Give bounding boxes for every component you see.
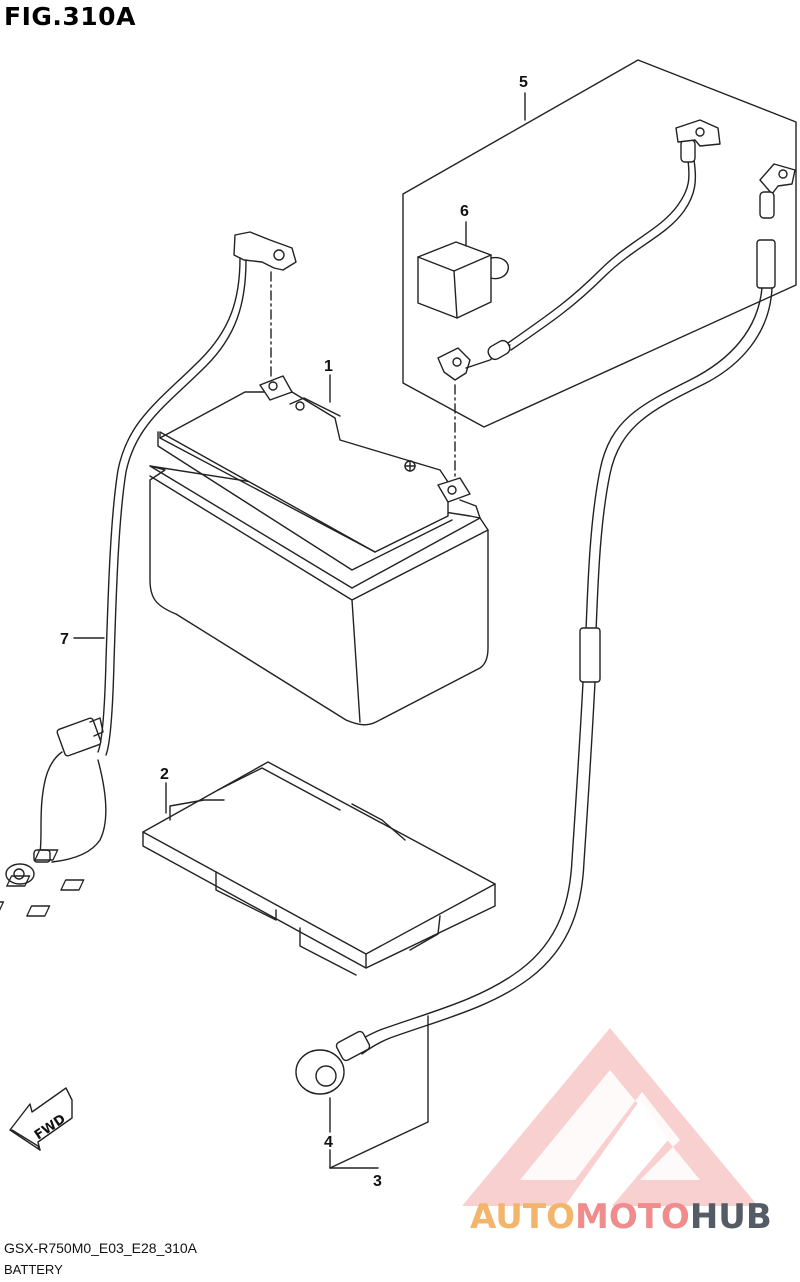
callout-7: 7 xyxy=(60,631,69,648)
callout-6: 6 xyxy=(460,203,469,220)
callout-5: 5 xyxy=(519,74,528,91)
part-3-minus-lead xyxy=(295,163,796,1095)
watermark-moto: MOTO xyxy=(574,1197,690,1237)
callout-1: 1 xyxy=(324,358,333,375)
watermark-logo xyxy=(462,1028,758,1206)
part-6-terminal-cap xyxy=(417,241,509,319)
part-5-kit-outline xyxy=(402,59,797,428)
callout-3: 3 xyxy=(373,1173,382,1190)
part-2-battery-tray xyxy=(0,761,496,976)
part-3-bracket xyxy=(329,1015,429,1169)
tray-slots xyxy=(0,849,85,917)
fwd-direction-arrow xyxy=(9,1087,73,1151)
watermark-text: AUTOMOTOHUB xyxy=(470,1197,772,1237)
figure-name: BATTERY xyxy=(4,1262,63,1277)
part-7-lead-wire xyxy=(5,231,297,885)
part-1-battery xyxy=(149,375,489,726)
watermark-hub: HUB xyxy=(689,1197,772,1237)
figure-title: FIG.310A xyxy=(4,2,136,31)
watermark-auto: AUTO xyxy=(470,1197,575,1237)
callout-4: 4 xyxy=(324,1134,333,1151)
part-5-plus-lead xyxy=(437,119,721,381)
callout-2: 2 xyxy=(160,766,169,783)
figure-code: GSX-R750M0_E03_E28_310A xyxy=(4,1240,198,1256)
